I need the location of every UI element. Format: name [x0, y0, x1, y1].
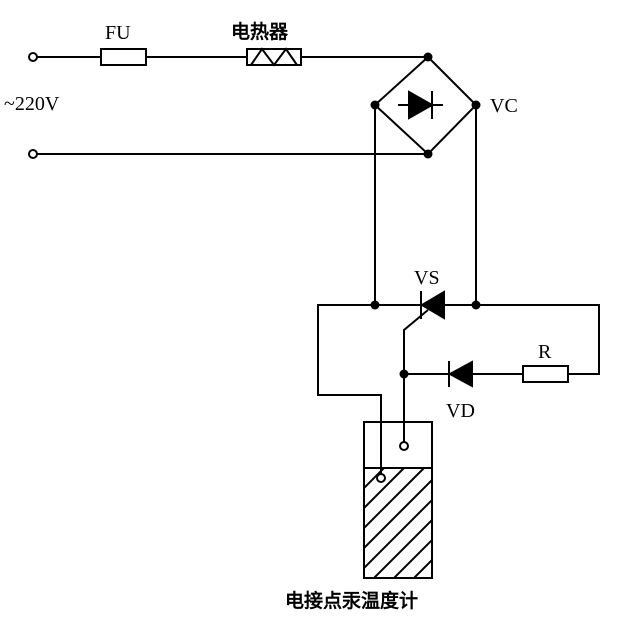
wire-gate [403, 309, 429, 374]
bridge-diode-symbol [398, 90, 443, 120]
node-bridge-bottom [423, 149, 433, 159]
diode-symbol [447, 360, 473, 388]
heater-symbol [246, 47, 302, 67]
label-diode: VD [446, 400, 475, 422]
label-bridge: VC [490, 95, 518, 117]
thyristor-symbol [420, 290, 445, 320]
thermometer-symbol [363, 421, 433, 579]
fuse-symbol [100, 48, 147, 66]
supply-terminal-top [28, 52, 38, 62]
label-thyristor: VS [414, 267, 440, 289]
label-supply: ~220V [4, 93, 60, 115]
wire-r-return [476, 304, 600, 375]
label-fuse: FU [105, 22, 131, 44]
supply-terminal-bottom [28, 149, 38, 159]
label-heater: 电热器 [231, 20, 289, 43]
label-resistor: R [538, 341, 552, 363]
node-bridge-top [423, 52, 433, 62]
resistor-symbol [522, 365, 569, 383]
wire-left-loop [317, 304, 382, 478]
label-thermometer: 电接点汞温度计 [285, 589, 418, 612]
